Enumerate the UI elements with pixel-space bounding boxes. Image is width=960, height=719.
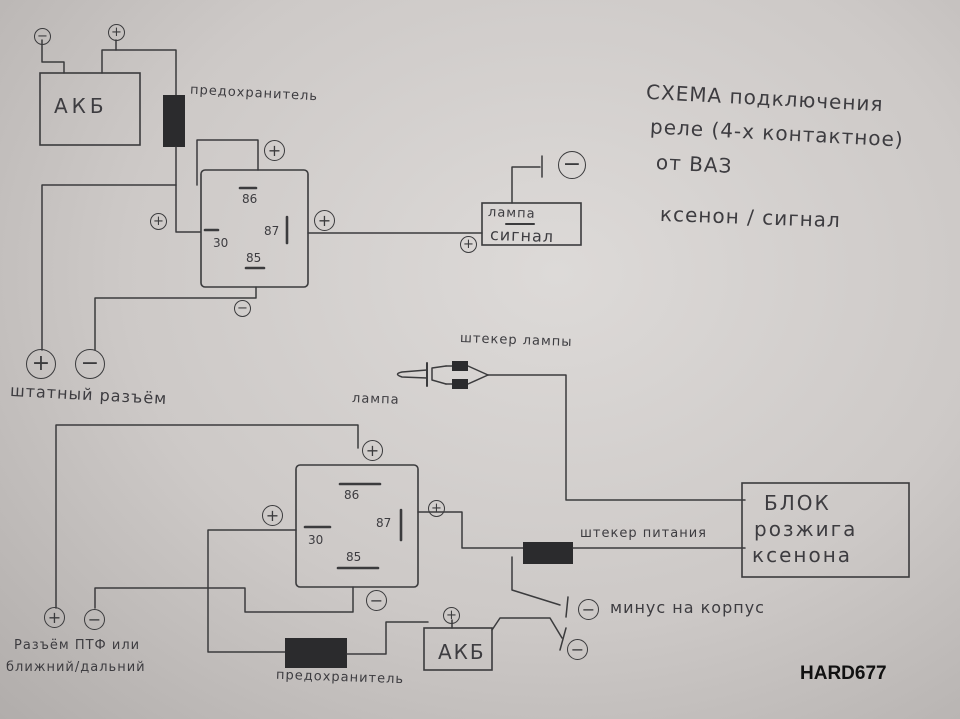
bottom-relay-minus-bottom-sign: − — [366, 590, 387, 611]
top-relay-plus-right-sign: + — [314, 210, 335, 231]
bottom-relay-plus-top-sign: + — [362, 440, 383, 461]
bottom-fuse-to-battery-wire — [346, 621, 429, 655]
bottom-power-plug-label: штекер питания — [580, 526, 707, 541]
bottom-power-plug — [523, 542, 573, 564]
bottom-relay-pin86-label: 86 — [344, 488, 360, 502]
bottom-lamp-label: лампа — [351, 391, 400, 408]
top-relay-box — [200, 169, 309, 288]
diagram-title-line-3: от ВАЗ — [655, 150, 734, 178]
top-fuse-to-pin30-wire — [175, 146, 201, 233]
bottom-ptf-label-2: ближний/дальний — [6, 660, 146, 675]
bottom-lamp-plug-pin-b — [452, 379, 468, 389]
top-lamp-minus-sign: − — [558, 151, 586, 179]
bottom-battery-ground-stub — [559, 627, 567, 651]
top-battery-plus-sign: + — [108, 24, 125, 41]
top-fuse-to-connector-plus-wire — [41, 184, 177, 351]
bottom-relay-plus-left-sign: + — [262, 505, 283, 526]
bottom-lamp-bulb — [396, 369, 428, 379]
top-lamp-label-1: лампа — [487, 205, 536, 222]
bottom-ptf-label-1: Разъём ПТФ или — [14, 638, 141, 653]
bottom-ground-label: минус на корпус — [610, 598, 765, 617]
bottom-lamp-socket — [431, 365, 447, 385]
bottom-battery-plus-sign: + — [443, 607, 460, 624]
bottom-battery-label: АКБ — [438, 640, 486, 664]
top-battery-minus-sign: − — [34, 28, 51, 45]
top-lamp-ground-wire — [511, 166, 541, 204]
top-connector-minus-sign: − — [75, 349, 105, 379]
bottom-relay-pin85-label: 85 — [346, 550, 362, 564]
bottom-relay-pin87-label: 87 — [376, 516, 392, 530]
bottom-ignition-block-line-1: БЛОК — [764, 491, 831, 515]
bottom-pin85-to-ptf-minus-wire — [94, 586, 354, 613]
top-lamp-plus-sign: + — [460, 236, 477, 253]
top-lamp-label-2: сигнал — [489, 224, 555, 247]
bottom-relay-plus-right-sign: + — [428, 500, 445, 517]
top-lamp-box — [481, 202, 582, 246]
top-relay-pin30-label: 30 — [213, 236, 229, 250]
top-battery-box — [39, 72, 141, 146]
bottom-pin87-to-power-plug-wire — [417, 511, 527, 549]
top-relay-pin87-label: 87 — [264, 224, 280, 238]
top-battery-minus-lead — [41, 39, 65, 74]
top-relay-pin86-label: 86 — [242, 192, 258, 206]
bottom-ignition-block-line-2: розжига — [754, 517, 858, 541]
top-battery-plus-lead — [101, 39, 117, 74]
bottom-pin30-to-fuse-wire — [207, 529, 297, 653]
bottom-relay-pin30-label: 30 — [308, 533, 324, 547]
top-relay-plus-left-sign: + — [150, 213, 167, 230]
bottom-relay-box — [295, 464, 419, 588]
watermark: HARD677 — [800, 663, 887, 684]
bottom-battery-box — [423, 627, 493, 671]
bottom-block-to-lamp-plug-wire — [487, 374, 746, 501]
bottom-ground-wire — [511, 556, 561, 606]
top-pin85-to-connector-minus-wire — [94, 286, 257, 351]
top-connector-plus-sign: + — [26, 349, 56, 379]
bottom-lamp-plug-pin-a — [452, 361, 468, 371]
bottom-ptf-plus-to-pin86-wire — [55, 424, 359, 609]
bottom-battery-minus-sign: − — [567, 639, 588, 660]
top-fuse-to-pin86-wire — [196, 139, 259, 186]
bottom-ptf-minus-sign: − — [84, 609, 105, 630]
top-fuse — [163, 95, 185, 147]
top-relay-plus-top-sign: + — [264, 140, 285, 161]
bottom-fuse — [285, 638, 347, 668]
bottom-ground-minus-sign: − — [578, 599, 599, 620]
bottom-ground-stub — [565, 596, 569, 618]
bottom-ptf-plus-sign: + — [44, 607, 65, 628]
top-battery-to-fuse-wire — [115, 49, 177, 96]
top-relay-pin85-label: 85 — [246, 251, 262, 265]
bottom-ignition-block-box — [741, 482, 910, 578]
top-relay-minus-bottom-sign: − — [234, 300, 251, 317]
bottom-battery-ground-wire — [491, 617, 563, 639]
bottom-ignition-block-line-3: ксенона — [752, 543, 853, 567]
top-battery-label: АКБ — [54, 94, 108, 118]
